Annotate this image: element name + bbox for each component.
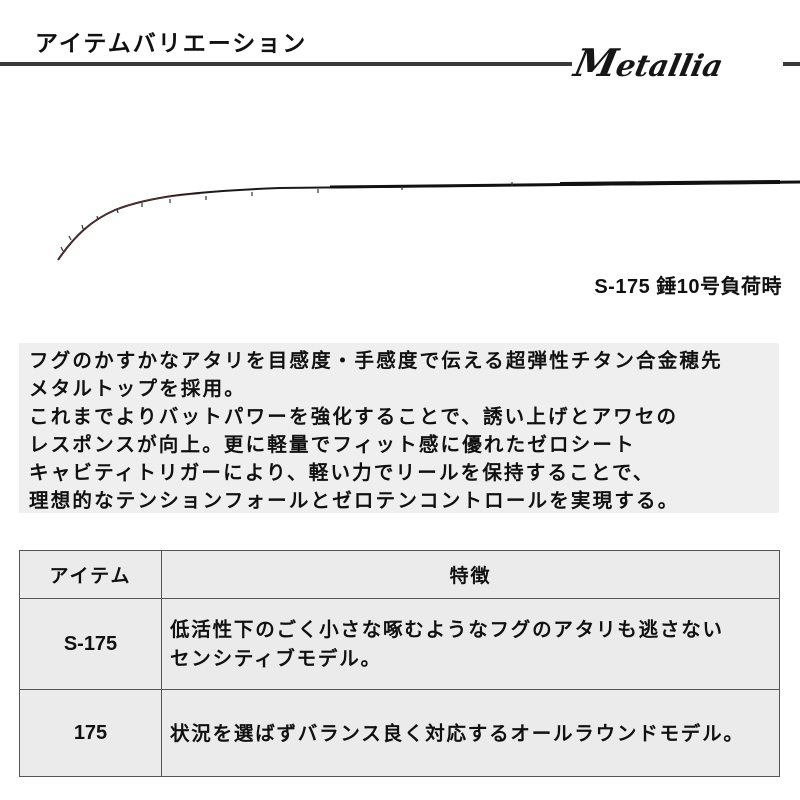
bent-fishing-rod-icon [57, 180, 800, 261]
column-header-feature: 特徴 [161, 550, 780, 599]
description-line: レスポンスが向上。更に軽量でフィット感に優れたゼロシート [29, 433, 636, 456]
table-header-row: アイテム 特徴 [19, 550, 780, 599]
item-feature: 低活性下のごく小さな啄むようなフグのアタリも逃さない センシティブモデル。 [161, 598, 780, 690]
item-name: S-175 [19, 598, 162, 690]
description-line: これまでよりバットパワーを強化することで、誘い上げとアワセの [29, 405, 679, 428]
table-row: S-175 低活性下のごく小さな啄むようなフグのアタリも逃さない センシティブモ… [19, 598, 780, 690]
description-line: メタルトップを採用。 [29, 377, 247, 400]
section-title: アイテムバリエーション [35, 31, 308, 57]
feature-line: 状況を選ばずバランス良く対応するオールラウンドモデル。 [170, 721, 745, 745]
header-rule-right [783, 62, 800, 66]
feature-line: 低活性下のごく小さな啄むようなフグのアタリも逃さない [170, 618, 724, 641]
item-feature: 状況を選ばずバランス良く対応するオールラウンドモデル。 [161, 689, 780, 777]
item-variation-table: アイテム 特徴 S-175 低活性下のごく小さな啄むようなフグのアタリも逃さない… [19, 550, 780, 777]
brand-logo: Metallia [570, 40, 727, 85]
table-row: 175 状況を選ばずバランス良く対応するオールラウンドモデル。 [19, 689, 780, 777]
description-box: フグのかすかなアタリを目感度・手感度で伝える超弾性チタン合金穂先 メタルトップを… [19, 343, 779, 513]
description-line: フグのかすかなアタリを目感度・手感度で伝える超弾性チタン合金穂先 [29, 349, 723, 372]
item-name: 175 [19, 689, 162, 777]
description-line: 理想的なテンションフォールとゼロテンコントロールを実現する。 [29, 489, 680, 512]
description-line: キャビティトリガーにより、軽い力でリールを保持することで、 [29, 461, 655, 484]
column-header-item: アイテム [19, 550, 162, 599]
brand-logo-rest: etallia [612, 49, 727, 84]
rod-caption: S-175 錘10号負荷時 [594, 276, 782, 298]
feature-line: センシティブモデル。 [170, 647, 382, 670]
header-rule-left [0, 62, 572, 66]
